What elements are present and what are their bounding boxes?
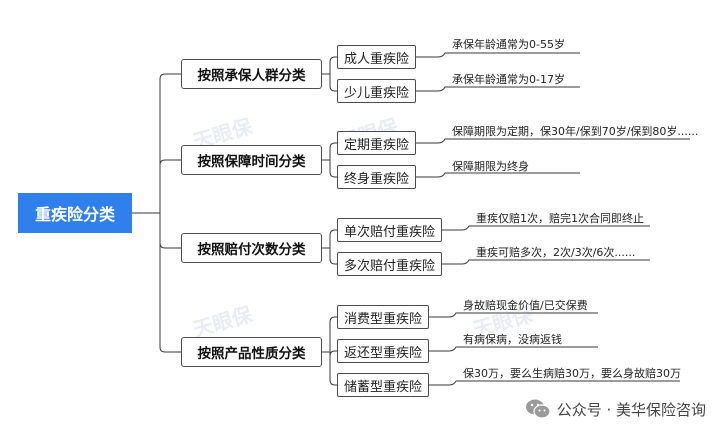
description-text: 重疾仅赔1次，赔完1次合同即终止 [476, 212, 644, 225]
category-node-term: 按照保障时间分类 [181, 145, 322, 175]
connector-line [416, 52, 580, 58]
footer-text: 公众号 · 美华保险咨询 [556, 400, 706, 419]
connector-line [322, 142, 337, 161]
connector-line [132, 159, 181, 214]
connector-line [322, 56, 337, 75]
wechat-icon [525, 399, 551, 419]
category-node-payout: 按照赔付次数分类 [181, 233, 322, 263]
connector-line [132, 212, 181, 249]
sub-node: 消费型重疾险 [337, 305, 429, 329]
description-text: 承保年龄通常为0-55岁 [452, 38, 565, 51]
connector-line [322, 159, 337, 178]
description-text: 有病保病，没病返钱 [463, 333, 562, 346]
connector-line [429, 312, 598, 318]
connector-line [322, 247, 337, 265]
connector-line [416, 86, 580, 92]
description-text: 承保年龄通常为0-17岁 [452, 73, 565, 86]
description-text: 身故赔现金价值/已交保费 [463, 299, 588, 312]
root-node: 重疾险分类 [18, 193, 132, 233]
connector-line [132, 73, 181, 214]
connector-line [416, 138, 690, 144]
sub-node: 多次赔付重疾险 [337, 252, 442, 276]
connector-line [322, 229, 337, 249]
category-node-nature: 按照产品性质分类 [181, 337, 322, 367]
connector-line [322, 351, 337, 386]
connector-line [442, 259, 650, 265]
description-text: 保障期限为终身 [452, 160, 529, 173]
sub-node: 储蓄型重疾险 [337, 373, 429, 397]
category-node-crowd: 按照承保人群分类 [181, 59, 322, 89]
sub-node: 单次赔付重疾险 [337, 218, 442, 242]
footer-credit: 公众号 · 美华保险咨询 [525, 398, 706, 420]
sub-node: 终身重疾险 [337, 165, 416, 189]
connector-line [416, 172, 580, 178]
connector-line [429, 380, 680, 386]
description-text: 保30万，要么生病赔30万，要么身故赔30万 [463, 367, 681, 380]
connector-line [442, 225, 650, 231]
connector-line [132, 212, 181, 353]
connector-line [322, 73, 337, 92]
sub-node: 少儿重疾险 [337, 79, 416, 103]
sub-node: 返还型重疾险 [337, 339, 429, 363]
connector-line [429, 346, 598, 352]
connector-line [322, 316, 337, 353]
sub-node: 定期重疾险 [337, 131, 416, 155]
description-text: 重疾可赔多次，2次/3次/6次...... [476, 246, 636, 259]
sub-node: 成人重疾险 [337, 45, 416, 69]
description-text: 保障期限为定期，保30年/保到70岁/保到80岁...... [452, 125, 699, 138]
